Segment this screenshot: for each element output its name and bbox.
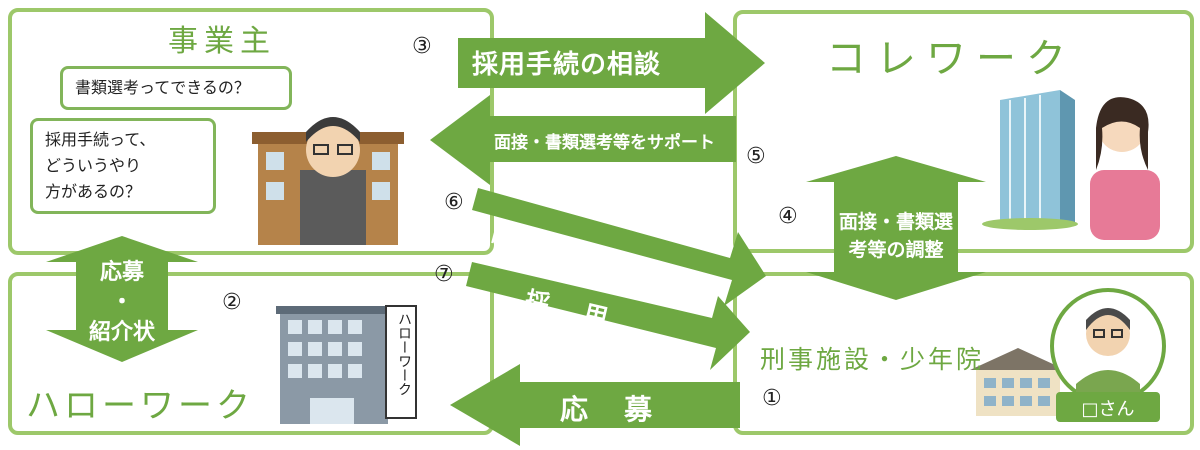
inmate-portrait-icon [1050,288,1166,422]
apply-referral-arrow [46,236,198,362]
interview-arrow [472,188,766,306]
employer-title: 事業主 [168,24,276,59]
step-4: ④ [778,204,798,229]
corework-title: コレワーク [826,36,1076,82]
speech-bubble-screening: 書類選考ってできるの？ [60,66,292,110]
step-2: ② [222,290,242,315]
hellowork-sign: ハローワーク [396,312,412,396]
step-7: ⑦ [434,262,454,287]
speech-bubble-procedure: 採用手続って、 どういうやり 方があるの？ [30,118,216,214]
adjust-line: 考等の調整 [848,239,944,261]
apply-referral-line: 応募 [99,260,144,285]
adjust-label: 面接・書類選 考等の調整 [830,208,962,264]
apply-arrow [450,364,740,446]
step-1: ① [762,386,782,411]
hellowork-title: ハローワーク [26,386,254,426]
apply-referral-line: ・ [110,290,133,315]
facility-title: 刑事施設・少年院 [760,345,985,374]
apply-referral-line: 紹介状 [88,320,155,345]
bubble-line: 採用手続って、 [45,130,156,149]
employer-at-building-icon [252,117,404,245]
facility-building-icon [970,348,1066,416]
office-worker-with-tower-icon [982,90,1160,240]
step-3: ③ [412,34,432,59]
consult-arrow [458,12,765,114]
support-label: 面接・書類選考等をサポート [494,133,715,153]
hellowork-building-icon [276,305,417,424]
support-arrow [430,95,736,185]
hire-arrow [466,262,750,370]
step-5: ⑤ [746,144,766,169]
apply-label: 応 募 [560,393,657,426]
step-6: ⑥ [444,190,464,215]
bubble-line: どういうやり [45,156,142,175]
consult-label: 採用手続の相談 [472,50,662,80]
adjust-line: 面接・書類選 [838,211,953,233]
person-label: □さん [1081,399,1135,420]
adjust-arrow [806,156,986,300]
bubble-line: 方があるの？ [45,182,142,201]
apply-referral-label: 応募 ・ 紹介状 [78,258,166,348]
